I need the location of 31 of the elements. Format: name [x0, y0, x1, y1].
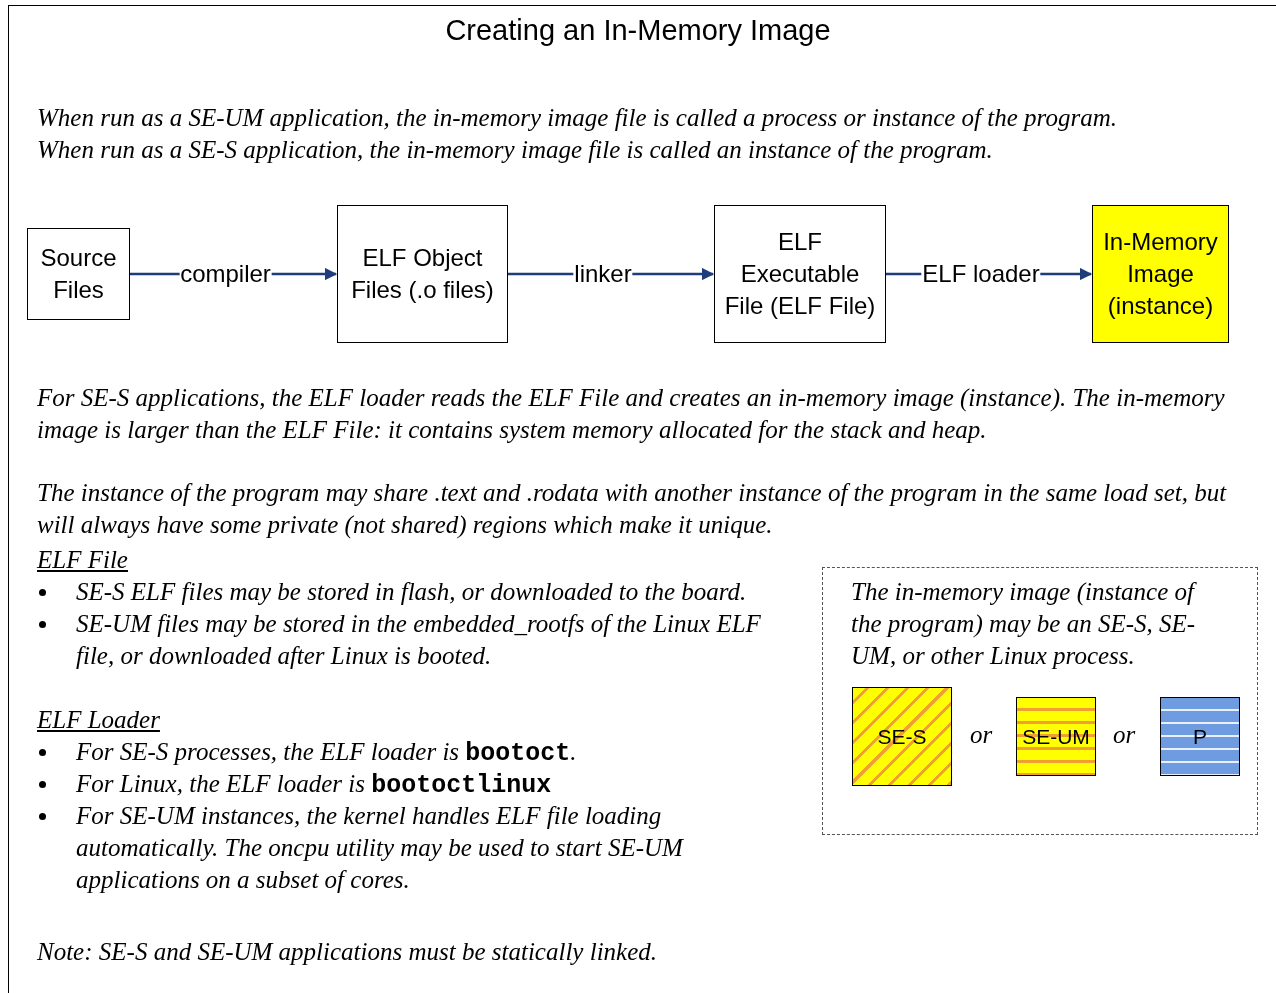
process-box	[27, 228, 130, 320]
text: When run as a SE-UM application, the in-memory image file is called a process or instance of the program.	[37, 103, 1118, 133]
note-box	[822, 567, 1258, 835]
process-square	[1016, 697, 1096, 776]
node-label: P	[1193, 723, 1207, 750]
title: Creating an In-Memory Image	[445, 14, 831, 47]
text: The instance of the program may share .text and .rodata with another instance of the program in the same load set, but will always have some private (not shared) regions which make it unique.	[37, 478, 1228, 541]
text: or	[1113, 720, 1137, 750]
note-text: The in-memory image (instance of the program) may be an SE-S, SE-UM, or other Linux process.	[851, 577, 1198, 671]
node-label: In-Memory Image (instance)	[1102, 227, 1219, 321]
bullet-text: For SE-UM instances, the kernel handles ELF file loading automatically. The oncpu utility may be used to start SE-UM applications on a subset of cores.	[76, 801, 685, 895]
node-label: SE-S	[877, 723, 927, 750]
process-box	[714, 205, 886, 343]
section-heading: ELF File	[37, 545, 129, 575]
text: Note: SE-S and SE-UM applications must be statically linked.	[37, 937, 659, 967]
bullet-text: For SE-S processes, the ELF loader is bootoct.	[76, 737, 578, 770]
process-square	[1160, 697, 1240, 776]
bullet-text: For Linux, the ELF loader is bootoctlinux	[76, 769, 553, 802]
node-label: SE-UM	[1022, 723, 1090, 750]
node-label: ELF Object Files (.o files)	[350, 243, 495, 305]
text: For SE-S applications, the ELF loader reads the ELF File and creates an in-memory image (instance). The in-memory image is larger than the ELF File: it contains system memory allocated for the stack and heap.	[37, 383, 1226, 445]
node-label: Source Files	[39, 243, 118, 305]
text: or	[970, 720, 994, 750]
bullet-text: SE-S ELF files may be stored in flash, or downloaded to the board.	[76, 577, 748, 607]
process-box	[1092, 205, 1229, 343]
process-square	[852, 687, 952, 786]
process-box	[337, 205, 508, 343]
node-label: ELF Executable File (ELF File)	[723, 227, 877, 321]
section-heading: ELF Loader	[37, 705, 161, 735]
bullet-text: SE-UM files may be stored in the embedded_rootfs of the Linux ELF file, or downloaded after Linux is booted.	[76, 609, 762, 671]
text: When run as a SE-S application, the in-memory image file is called an instance of the program.	[37, 135, 994, 165]
